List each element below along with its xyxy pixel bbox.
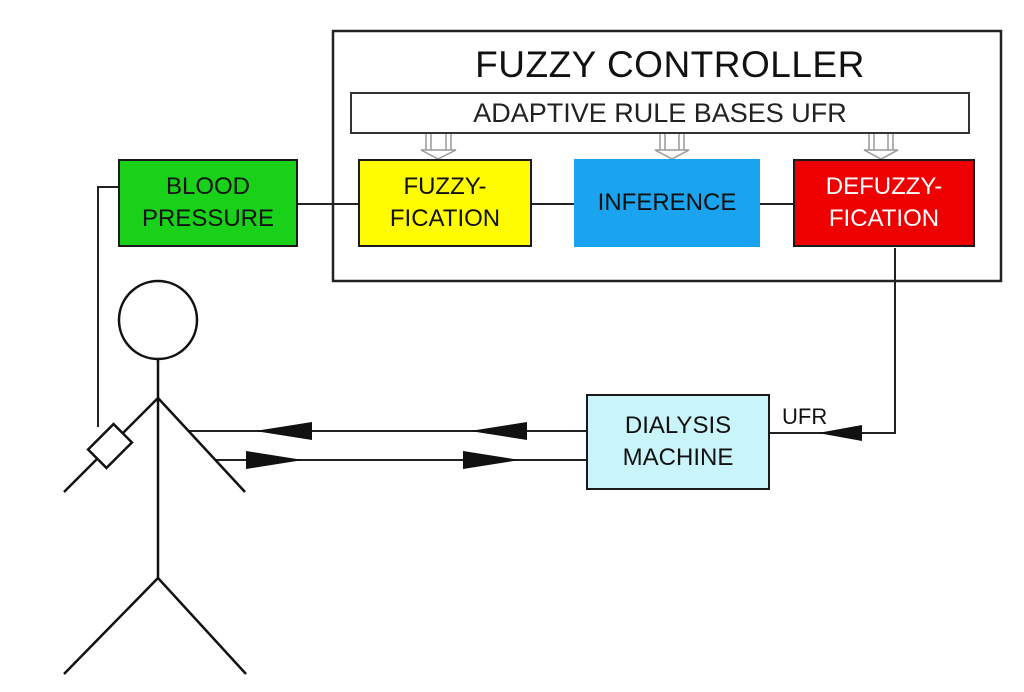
defuzzyfication-block: DEFUZZY- FICATION <box>793 159 975 247</box>
rule-arrow-defuzzyfication <box>863 133 899 160</box>
arm-sensor <box>86 422 134 470</box>
fuzzy-controller-frame <box>331 29 1003 283</box>
patient-left-leg <box>63 577 159 675</box>
patient-head <box>117 279 199 361</box>
wire-sensor <box>97 186 118 427</box>
ufr-arrowhead <box>818 425 862 441</box>
patient-right-arm <box>157 397 246 493</box>
patient-figure <box>63 279 247 675</box>
fuzzy-controller-title: FUZZY CONTROLLER <box>475 44 865 85</box>
rule-arrow-fuzzyfication <box>420 133 457 160</box>
wire-ufr-feedback <box>770 248 896 434</box>
out-arrowhead-1 <box>246 451 303 469</box>
ufr-signal-label: UFR <box>782 404 828 429</box>
adaptive-rule-bases-bar: ADAPTIVE RULE BASES UFR <box>350 92 970 134</box>
return-arrowhead-2 <box>470 422 527 440</box>
return-arrowhead-1 <box>255 422 312 440</box>
out-arrowhead-2 <box>463 451 520 469</box>
inference-block: INFERENCE <box>574 159 760 247</box>
dialysis-machine-block: DIALYSIS MACHINE <box>586 394 770 490</box>
blood-pressure-block: BLOOD PRESSURE <box>118 159 298 247</box>
rule-arrow-inference <box>654 133 690 160</box>
patient-right-leg <box>157 577 247 675</box>
fuzzyfication-block: FUZZY- FICATION <box>358 159 532 247</box>
